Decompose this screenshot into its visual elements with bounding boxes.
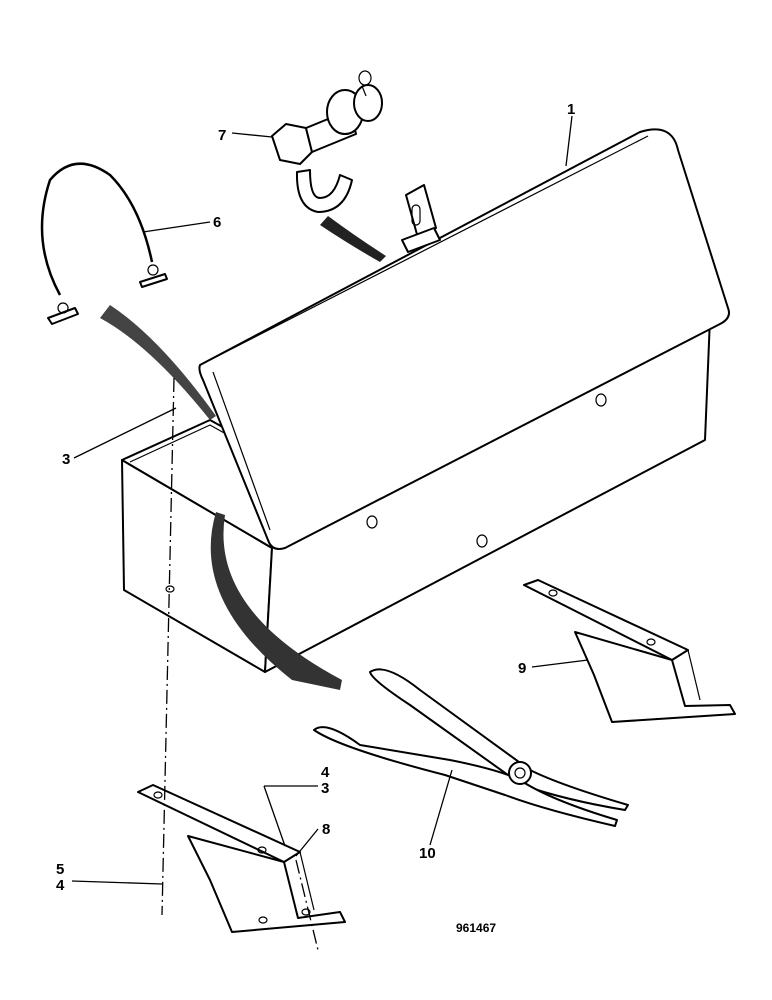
- callout-7: 7: [218, 127, 226, 144]
- lanyard-cable: [40, 162, 168, 325]
- circlip-pliers: [313, 668, 629, 827]
- mounting-bracket-right: [523, 579, 736, 723]
- callout-10: 10: [419, 845, 436, 862]
- callout-4-upper: 4: [321, 764, 330, 781]
- callout-4-lower: 4: [56, 877, 65, 894]
- callout-5: 5: [56, 861, 64, 878]
- callout-1: 1: [567, 101, 575, 118]
- callout-9: 9: [518, 660, 526, 677]
- assembly-arrows: [100, 216, 386, 690]
- callout-8: 8: [322, 821, 330, 838]
- callout-3-upper: 3: [62, 451, 70, 468]
- lid-hasp: [401, 184, 441, 253]
- shackle: [271, 70, 383, 213]
- mounting-bracket-left: [137, 784, 346, 933]
- leader-lines: [71, 115, 589, 885]
- figure-reference-number: 961467: [456, 921, 496, 935]
- callout-3-lower: 3: [321, 780, 329, 797]
- callout-6: 6: [213, 214, 221, 231]
- alignment-centerline: [161, 377, 175, 916]
- callouts: 1 7 6 3 9 4 3 8 10 5 4: [56, 101, 575, 894]
- alignment-centerline-2: [295, 859, 319, 951]
